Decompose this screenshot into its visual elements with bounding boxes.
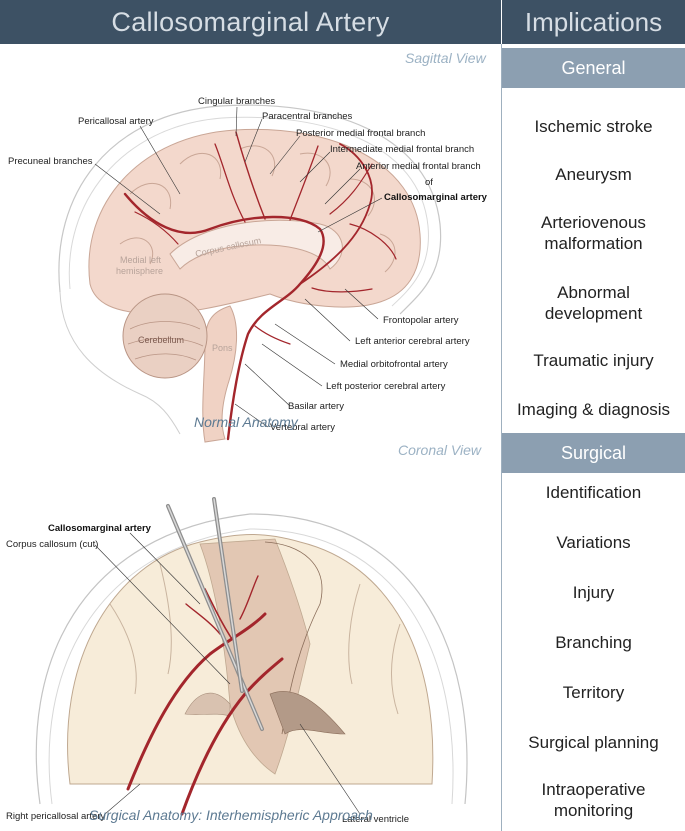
- implication-item: Surgical planning: [528, 733, 659, 752]
- implications-panel: General Ischemic stroke Aneurysm Arterio…: [502, 44, 685, 831]
- coronal-callosomarginal-label: Callosomarginal artery: [48, 523, 152, 534]
- of-label: of: [425, 177, 433, 188]
- left-anterior-cerebral-label: Left anterior cerebral artery: [355, 336, 470, 347]
- pons-label: Pons: [212, 343, 233, 353]
- illustration-panel: Sagittal View: [0, 44, 502, 831]
- implication-item: Abnormal development: [544, 283, 643, 323]
- right-pericallosal-label: Right pericallosal artery: [6, 811, 106, 822]
- intermediate-medial-frontal-label: Intermediate medial frontal branch: [330, 144, 474, 155]
- basilar-artery-label: Basilar artery: [288, 401, 344, 412]
- cerebellum-label: Cerebellum: [138, 335, 184, 345]
- implication-item: Traumatic injury: [533, 351, 654, 370]
- implication-item: Aneurysm: [555, 165, 632, 184]
- implication-item: Intraoperative monitoring: [541, 780, 646, 820]
- implication-item: Branching: [555, 633, 632, 652]
- cingular-branches-label: Cingular branches: [198, 96, 275, 107]
- hemisphere-label: hemisphere: [116, 266, 163, 276]
- general-heading: General: [502, 48, 685, 88]
- corpus-callosum-cut-label: Corpus callosum (cut): [6, 539, 98, 550]
- pericallosal-artery-label: Pericallosal artery: [78, 116, 154, 127]
- implication-item: Imaging & diagnosis: [516, 400, 671, 419]
- page-title: Callosomarginal Artery: [0, 0, 501, 44]
- vertebral-artery-label: Vertebral artery: [270, 422, 335, 433]
- callosomarginal-artery-label: Callosomarginal artery: [384, 192, 488, 203]
- implication-item: Ischemic stroke: [534, 117, 653, 136]
- frontopolar-artery-label: Frontopolar artery: [383, 315, 459, 326]
- implication-item: Identification: [545, 483, 642, 502]
- posterior-medial-frontal-label: Posterior medial frontal branch: [296, 128, 425, 139]
- implication-item: Arteriovenous malformation: [541, 213, 646, 253]
- coronal-caption: Surgical Anatomy: Interhemispheric Appro…: [89, 807, 373, 823]
- sagittal-diagram: Corpus callosum Medial left hemisphere C…: [8, 96, 488, 443]
- anterior-medial-frontal-label: Anterior medial frontal branch: [356, 161, 481, 172]
- implication-item: Territory: [562, 683, 625, 702]
- sagittal-caption: Normal Anatomy: [194, 414, 298, 430]
- medial-left-label: Medial left: [120, 255, 162, 265]
- implication-item: Injury: [572, 583, 615, 602]
- sagittal-view-label: Sagittal View: [405, 50, 486, 66]
- surgical-heading: Surgical: [502, 433, 685, 473]
- coronal-view-label: Coronal View: [398, 442, 482, 458]
- paracentral-branches-label: Paracentral branches: [262, 111, 353, 122]
- coronal-diagram: Callosomarginal artery Corpus callosum (…: [6, 497, 468, 825]
- implication-item: Variations: [556, 533, 631, 552]
- medial-orbitofrontal-label: Medial orbitofrontal artery: [340, 359, 448, 370]
- anatomy-illustration: Corpus callosum Medial left hemisphere C…: [6, 96, 488, 825]
- precuneal-branches-label: Precuneal branches: [8, 156, 93, 167]
- implications-title: Implications: [502, 0, 685, 44]
- left-posterior-cerebral-label: Left posterior cerebral artery: [326, 381, 446, 392]
- lateral-ventricle-label: Lateral ventricle: [342, 814, 409, 825]
